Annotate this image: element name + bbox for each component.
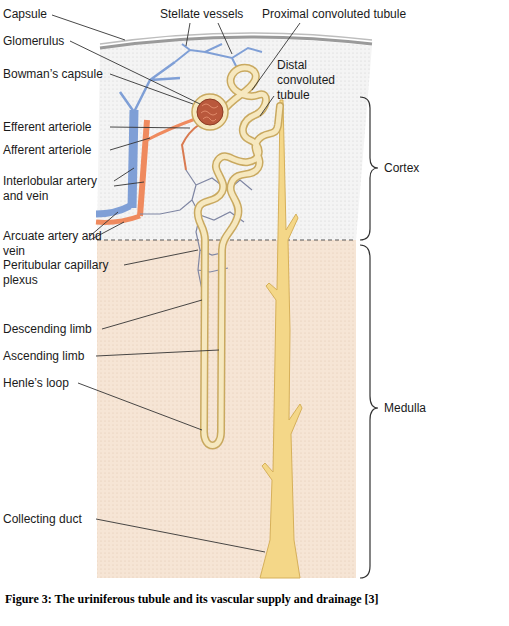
part-label: Capsule [3, 7, 47, 22]
part-label: Interlobular artery and vein [3, 174, 115, 204]
arcuate-artery [96, 216, 140, 222]
glomerulus-tuft [201, 104, 218, 121]
nephron-tubule [198, 68, 280, 446]
part-label: Distal convoluted tubule [277, 58, 349, 103]
part-label: Afferent arteriole [3, 143, 92, 158]
part-label: Arcuate artery and vein [3, 229, 115, 259]
part-label: Descending limb [3, 322, 92, 337]
collecting-duct [260, 100, 302, 578]
bracket [360, 245, 378, 578]
part-label: Peritubular capillary plexus [3, 258, 125, 288]
leader-lines [52, 15, 300, 552]
bracket [360, 97, 378, 240]
part-label: Efferent arteriole [3, 120, 92, 135]
capsule-line [100, 33, 372, 44]
part-label: Bowman’s capsule [3, 67, 103, 82]
bowmans-capsule [192, 94, 228, 130]
glomerulus [197, 99, 223, 125]
interlobular-vein [132, 110, 134, 208]
figure-caption: Figure 3: The uriniferous tubule and its… [5, 592, 379, 607]
afferent-arteriole [147, 118, 198, 140]
interlobular-artery [140, 120, 147, 216]
part-label: Medulla [384, 401, 426, 416]
part-label: Cortex [384, 161, 419, 176]
part-label: Ascending limb [3, 349, 84, 364]
efferent-arteriole [182, 124, 200, 170]
part-label: Collecting duct [3, 512, 82, 527]
part-label: Proximal convoluted tubule [262, 7, 406, 22]
arcuate-vein [96, 206, 130, 214]
medulla-region [97, 240, 356, 578]
part-label: Henle’s loop [3, 376, 69, 391]
part-label: Stellate vessels [160, 7, 243, 22]
part-label: Glomerulus [3, 34, 64, 49]
